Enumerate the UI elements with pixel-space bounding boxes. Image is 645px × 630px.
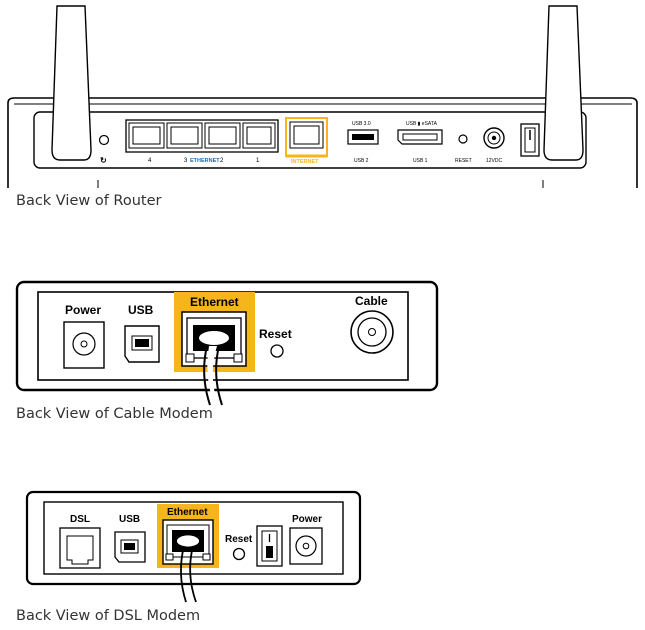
- cable-reset-label: Reset: [259, 327, 292, 341]
- cable-modem-caption: Back View of Cable Modem: [16, 406, 213, 422]
- dsl-usb-port[interactable]: [114, 531, 146, 563]
- port-number-4: 4: [148, 158, 152, 164]
- ethernet-port-1[interactable]: [242, 122, 276, 149]
- usb1-bottom-label: USB 1: [413, 158, 428, 164]
- ethernet-group-label: ETHERNET: [190, 158, 220, 164]
- cable-ethernet-label: Ethernet: [190, 295, 239, 309]
- cable-usb-label: USB: [128, 303, 154, 317]
- router-back-panel: ↻ 4 3 ETHERNET 2 1 INTERNET USB 3.0 USB …: [7, 5, 638, 188]
- usb2-bottom-label: USB 2: [354, 158, 369, 164]
- cable-coax-label: Cable: [355, 294, 388, 308]
- cable-coax-connector[interactable]: [350, 310, 394, 354]
- ethernet-port-3[interactable]: [166, 122, 203, 149]
- cable-reset-button[interactable]: [270, 344, 284, 358]
- internet-port[interactable]: [289, 121, 324, 149]
- usb1-top-label: USB ▮ eSATA: [406, 121, 438, 127]
- router-power-label: 12VDC: [486, 158, 503, 164]
- dsl-ethernet-cable: [180, 545, 197, 603]
- dsl-modem-caption: Back View of DSL Modem: [16, 608, 201, 624]
- cable-power-jack[interactable]: [63, 321, 105, 369]
- ethernet-port-2[interactable]: [204, 122, 241, 149]
- cable-modem-back-panel: Power USB Ethernet Reset Cable: [15, 280, 439, 406]
- right-antenna: [543, 5, 584, 161]
- dsl-reset-button[interactable]: [232, 547, 246, 561]
- dsl-usb-label: USB: [119, 514, 140, 525]
- dsl-port[interactable]: [59, 527, 101, 569]
- router-reset-button[interactable]: [458, 134, 468, 144]
- left-antenna: [51, 5, 92, 161]
- dsl-power-jack[interactable]: [289, 527, 323, 565]
- cable-usb-port[interactable]: [124, 325, 160, 363]
- dsl-reset-label: Reset: [225, 534, 253, 545]
- dsl-label: DSL: [70, 514, 90, 525]
- cable-ethernet-cable: [203, 345, 223, 406]
- router-power-switch[interactable]: [520, 123, 540, 157]
- dsl-modem-back-panel: DSL USB Ethernet Reset Power: [25, 490, 362, 603]
- port-number-1: 1: [256, 158, 260, 164]
- ethernet-port-4[interactable]: [128, 122, 165, 149]
- port-number-2: 2: [220, 158, 224, 164]
- usb2-top-label: USB 3.0: [352, 121, 371, 127]
- dsl-ethernet-label: Ethernet: [167, 507, 208, 518]
- internet-label: INTERNET: [291, 159, 319, 165]
- port-number-3: 3: [184, 158, 188, 164]
- dsl-ethernet-port[interactable]: [162, 519, 214, 565]
- cable-power-label: Power: [65, 303, 101, 317]
- wps-button[interactable]: [98, 134, 110, 146]
- router-power-jack[interactable]: [483, 127, 505, 149]
- wps-icon: ↻: [100, 156, 107, 165]
- dsl-power-switch[interactable]: [256, 525, 283, 567]
- router-reset-label: RESET: [455, 158, 472, 164]
- router-caption: Back View of Router: [16, 193, 162, 209]
- dsl-power-label: Power: [292, 514, 322, 525]
